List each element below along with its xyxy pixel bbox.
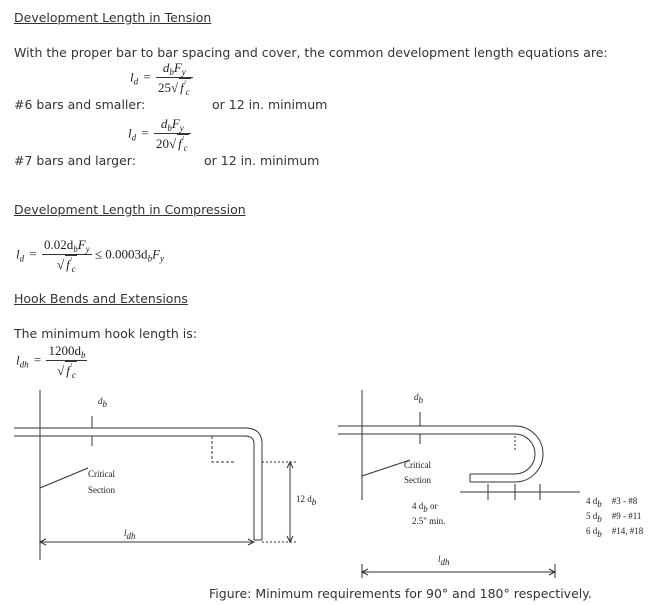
equation-compression: ld = 0.02dbFy √f'c ≤ 0.0003dbFy bbox=[16, 237, 165, 274]
hook-num-sub: b bbox=[80, 350, 86, 360]
comp-num-F-sub: y bbox=[85, 244, 90, 254]
right-ldh-label: ldh bbox=[438, 554, 450, 567]
comp-num-sub: b bbox=[73, 244, 78, 254]
right-critical-2: Section bbox=[404, 475, 431, 485]
left-ldh-label: ldh bbox=[124, 528, 136, 541]
hook-lhs-sub: dh bbox=[19, 359, 29, 370]
left-critical-1: Critical bbox=[88, 469, 115, 479]
table-row-1: 4 db#3 - #8 bbox=[586, 496, 638, 509]
comp-rhs-sub: b bbox=[147, 253, 153, 264]
hook-lhs: l bbox=[16, 352, 20, 368]
hook-den-f-sub: c bbox=[71, 370, 76, 380]
eq6-den-f-sup: ' bbox=[183, 79, 186, 89]
eq6-num: d bbox=[162, 60, 170, 75]
left-12db-label: 12 db bbox=[296, 494, 317, 507]
comp-rhs: ≤ 0.0003d bbox=[94, 246, 148, 262]
eq6-den-coef: 25 bbox=[157, 80, 171, 95]
comp-rhs-F: F bbox=[152, 246, 161, 262]
comp-rhs-F-sub: y bbox=[160, 253, 165, 264]
comp-den-f-sub: c bbox=[71, 264, 76, 274]
eq7-den-f-sup: ' bbox=[181, 135, 184, 145]
left-critical-2: Section bbox=[88, 485, 115, 495]
right-critical-1: Critical bbox=[404, 460, 431, 470]
figure-caption: Figure: Minimum requirements for 90° and… bbox=[209, 586, 592, 601]
eq6-lhs: l bbox=[130, 69, 134, 85]
eq6-num-F: F bbox=[173, 60, 182, 75]
eq6-lhs-sub: d bbox=[133, 76, 139, 87]
table-row-2: 5 db#9 - #11 bbox=[586, 511, 642, 524]
eq7-num-F: F bbox=[171, 116, 180, 131]
eq6-den-f-sub: c bbox=[185, 87, 190, 97]
equation-bars7: ld = dbFy 20√f'c bbox=[128, 116, 191, 153]
eq6-num-F-sub: y bbox=[181, 67, 186, 77]
comp-num: 0.02d bbox=[43, 237, 74, 252]
table-row-3: 6 db#14, #18 bbox=[586, 526, 644, 539]
comp-den-f-sup: ' bbox=[69, 256, 72, 266]
bars7-min: or 12 in. minimum bbox=[204, 153, 320, 168]
compression-heading: Development Length in Compression bbox=[14, 202, 246, 217]
eq7-num-sub: b bbox=[167, 123, 172, 133]
hook-den-f-sup: ' bbox=[69, 362, 72, 372]
comp-den-f: f bbox=[66, 257, 70, 272]
bars7-label: #7 bars and larger: bbox=[14, 153, 136, 168]
equation-hook: ldh = 1200db √f'c bbox=[16, 343, 88, 380]
eq7-den-f: f bbox=[178, 136, 182, 151]
eq7-den-f-sub: c bbox=[183, 143, 188, 153]
eq6-den-f: f bbox=[180, 80, 184, 95]
tension-heading: Development Length in Tension bbox=[14, 10, 212, 25]
eq7-num-F-sub: y bbox=[179, 123, 184, 133]
eq7-den-coef: 20 bbox=[155, 136, 169, 151]
hook-intro: The minimum hook length is: bbox=[14, 326, 197, 341]
hook-num: 1200d bbox=[48, 343, 81, 358]
eq6-num-sub: b bbox=[169, 67, 174, 77]
bars6-label: #6 bars and smaller: bbox=[14, 97, 146, 112]
hook-figure bbox=[14, 390, 580, 578]
left-db-label: db bbox=[98, 396, 107, 409]
equation-bars6: ld = dbFy 25√f'c bbox=[130, 60, 193, 97]
eq7-lhs-sub: d bbox=[131, 132, 137, 143]
hook-180-drawing bbox=[338, 390, 580, 578]
right-4db-label: 4 db or bbox=[412, 501, 438, 514]
comp-num-F: F bbox=[77, 237, 86, 252]
tension-intro: With the proper bar to bar spacing and c… bbox=[14, 45, 608, 60]
eq7-lhs: l bbox=[128, 125, 132, 141]
eq7-num: d bbox=[160, 116, 168, 131]
hook-heading: Hook Bends and Extensions bbox=[14, 291, 188, 306]
comp-lhs-sub: d bbox=[19, 253, 25, 264]
hook-den-f: f bbox=[66, 363, 70, 378]
bars6-min: or 12 in. minimum bbox=[212, 97, 328, 112]
right-db-label: db bbox=[414, 392, 423, 405]
comp-lhs: l bbox=[16, 246, 20, 262]
hook-90-drawing bbox=[14, 390, 296, 560]
right-min-label: 2.5" min. bbox=[412, 516, 446, 526]
